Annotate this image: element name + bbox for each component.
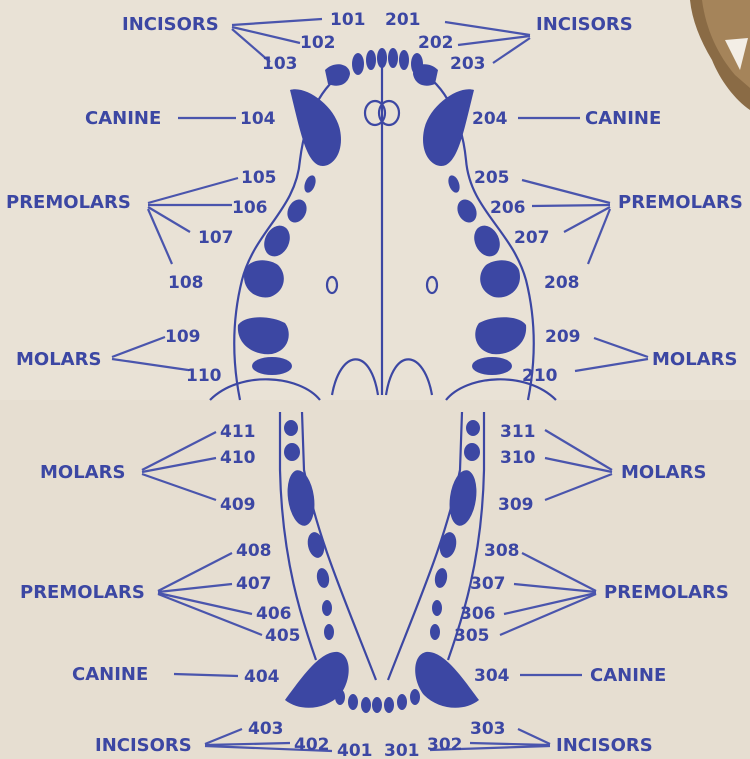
tooth-label-309: 309: [498, 495, 534, 515]
upper-right-premolars-label: PREMOLARS: [618, 192, 743, 213]
tooth-label-405: 405: [265, 626, 301, 646]
tooth-110: [252, 357, 292, 375]
tooth-403-crown: [335, 689, 345, 705]
lower-right-incisors-label: INCISORS: [556, 735, 653, 756]
tooth-label-207: 207: [514, 228, 550, 248]
tooth-label-407: 407: [236, 574, 272, 594]
tooth-405: [324, 624, 334, 640]
upper-left-premolars-label: PREMOLARS: [6, 192, 131, 213]
tooth-311: [466, 420, 480, 436]
upper-left-incisors-label: INCISORS: [122, 14, 219, 35]
tooth-301-crown: [372, 697, 382, 713]
lower-right-canine-label: CANINE: [590, 665, 666, 686]
tooth-label-301: 301: [384, 741, 420, 759]
tooth-label-302: 302: [427, 735, 463, 755]
tooth-label-101: 101: [330, 10, 366, 30]
tooth-306: [432, 600, 442, 616]
tooth-label-410: 410: [220, 448, 256, 468]
tooth-302-crown: [384, 697, 394, 713]
tooth-label-305: 305: [454, 626, 490, 646]
lower-left-canine-label: CANINE: [72, 664, 148, 685]
tooth-label-409: 409: [220, 495, 256, 515]
tooth-303-crown-a: [397, 694, 407, 710]
tooth-label-209: 209: [545, 327, 581, 347]
tooth-label-201: 201: [385, 10, 421, 30]
lower-right-molars-label: MOLARS: [621, 462, 706, 483]
tooth-401-crown: [361, 697, 371, 713]
upper-left-canine-label: CANINE: [85, 108, 161, 129]
tooth-label-403: 403: [248, 719, 284, 739]
tooth-label-210: 210: [522, 366, 558, 386]
upper-right-canine-label: CANINE: [585, 108, 661, 129]
tooth-label-203: 203: [450, 54, 486, 74]
tooth-label-208: 208: [544, 273, 580, 293]
tooth-label-109: 109: [165, 327, 201, 347]
tooth-label-306: 306: [460, 604, 496, 624]
upper-right-molars-label: MOLARS: [652, 349, 737, 370]
tooth-label-304: 304: [474, 666, 510, 686]
tooth-201: [388, 48, 398, 68]
tooth-label-310: 310: [500, 448, 536, 468]
tooth-label-103: 103: [262, 54, 298, 74]
tooth-101: [377, 48, 387, 68]
tooth-label-108: 108: [168, 273, 204, 293]
tooth-410: [284, 443, 300, 461]
tooth-label-104: 104: [240, 109, 276, 129]
upper-left-molars-label: MOLARS: [16, 349, 101, 370]
tooth-label-408: 408: [236, 541, 272, 561]
tooth-label-106: 106: [232, 198, 268, 218]
tooth-label-411: 411: [220, 422, 256, 442]
tooth-202: [399, 50, 409, 70]
tooth-305: [430, 624, 440, 640]
tooth-label-110: 110: [186, 366, 222, 386]
tooth-label-401: 401: [337, 741, 373, 759]
tooth-label-204: 204: [472, 109, 508, 129]
tooth-label-308: 308: [484, 541, 520, 561]
tooth-label-404: 404: [244, 667, 280, 687]
tooth-210: [472, 357, 512, 375]
tooth-label-107: 107: [198, 228, 234, 248]
tooth-label-105: 105: [241, 168, 277, 188]
lower-right-premolars-label: PREMOLARS: [604, 582, 729, 603]
tooth-303-crown-b: [410, 689, 420, 705]
tooth-406: [322, 600, 332, 616]
tooth-411: [284, 420, 298, 436]
tooth-label-205: 205: [474, 168, 510, 188]
tooth-label-406: 406: [256, 604, 292, 624]
tooth-label-303: 303: [470, 719, 506, 739]
tooth-label-307: 307: [470, 574, 506, 594]
tooth-label-206: 206: [490, 198, 526, 218]
tooth-label-402: 402: [294, 735, 330, 755]
tooth-label-202: 202: [418, 33, 454, 53]
lower-left-incisors-label: INCISORS: [95, 735, 192, 756]
tooth-102: [366, 50, 376, 70]
lower-left-premolars-label: PREMOLARS: [20, 582, 145, 603]
tooth-310: [464, 443, 480, 461]
tooth-label-102: 102: [300, 33, 336, 53]
tooth-label-311: 311: [500, 422, 536, 442]
upper-right-incisors-label: INCISORS: [536, 14, 633, 35]
lower-left-molars-label: MOLARS: [40, 462, 125, 483]
tooth-103: [352, 53, 364, 75]
tooth-402-crown: [348, 694, 358, 710]
